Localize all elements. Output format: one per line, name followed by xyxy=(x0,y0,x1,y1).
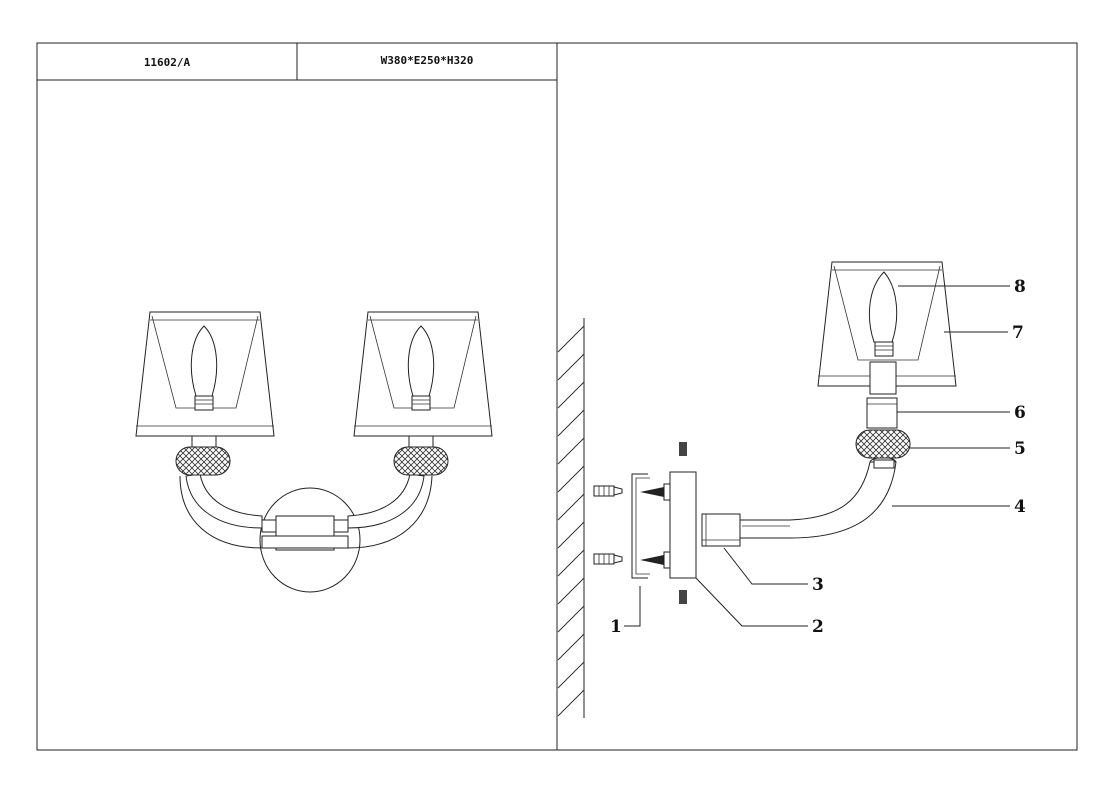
wall-plate xyxy=(259,487,361,593)
left-arm xyxy=(185,473,263,529)
front-view-wall-lamp xyxy=(135,311,493,593)
drawing-frame xyxy=(36,42,1078,751)
callout-5: 5 xyxy=(1014,439,1026,459)
lamp-arm xyxy=(739,461,897,539)
right-arm xyxy=(347,473,425,529)
candle-bulb xyxy=(868,271,898,357)
screw-top xyxy=(640,483,671,501)
left-decor-ring xyxy=(175,446,231,476)
left-shade xyxy=(135,311,275,437)
lamp-sleeve xyxy=(866,397,898,429)
dimensions-label: W380*E250*H320 xyxy=(381,54,474,67)
callout-6: 6 xyxy=(1014,403,1026,423)
decor-ring xyxy=(855,429,911,459)
right-decor-ring xyxy=(393,446,449,476)
exploded-view xyxy=(557,261,1010,718)
callout-8: 8 xyxy=(1014,277,1026,297)
model-number: 11602/A xyxy=(144,56,191,69)
callout-3: 3 xyxy=(812,575,824,595)
canopy-plate xyxy=(669,471,697,579)
callout-2: 2 xyxy=(812,617,824,637)
arm-connector xyxy=(701,513,741,547)
callout-1: 1 xyxy=(610,617,622,637)
leader-lines xyxy=(624,285,1010,627)
wall-section xyxy=(557,318,585,718)
mounting-bracket xyxy=(631,473,650,579)
screw-bottom-small xyxy=(679,590,687,604)
wall-anchor-bottom xyxy=(593,553,623,565)
callout-4: 4 xyxy=(1014,497,1026,517)
wall-anchor-top xyxy=(593,485,623,497)
screw-top-small xyxy=(679,442,687,456)
screw-bottom xyxy=(640,551,671,569)
right-shade xyxy=(353,311,493,437)
callout-7: 7 xyxy=(1012,323,1024,343)
